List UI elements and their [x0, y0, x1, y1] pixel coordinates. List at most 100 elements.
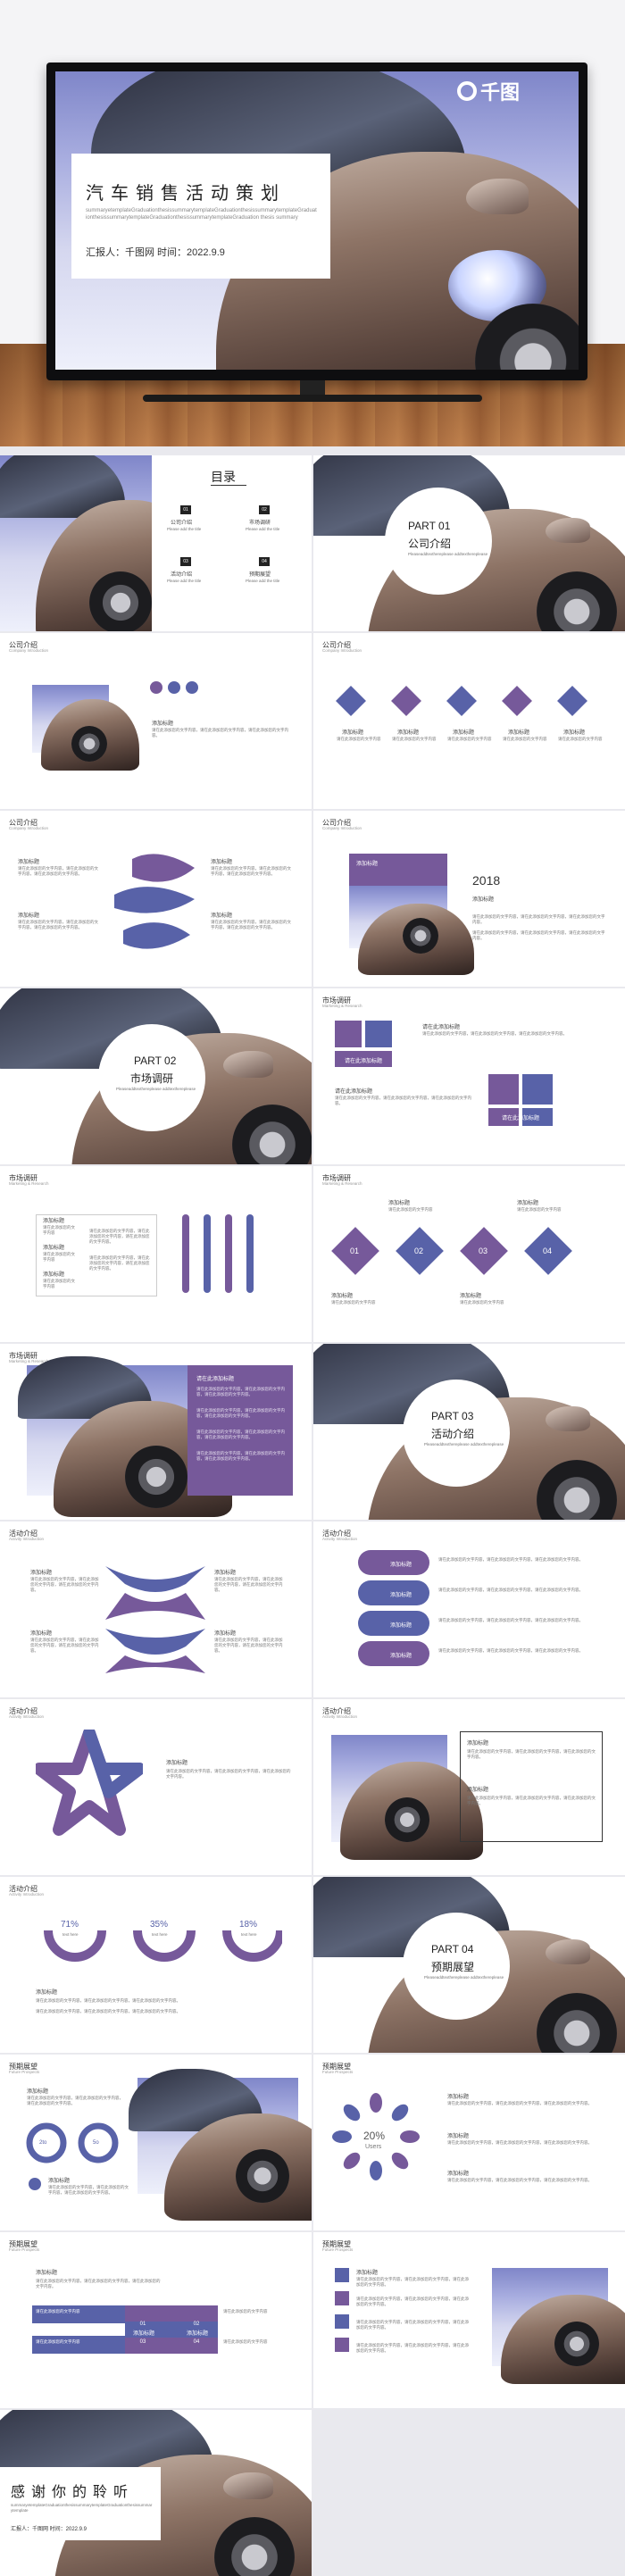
pill-2 — [358, 1580, 429, 1605]
toc-label-1[interactable]: 公司介绍 — [171, 521, 193, 526]
part-title: 市场调研 — [130, 1072, 174, 1085]
section-subtitle: Marketing & Research — [9, 1181, 49, 1186]
slide-activity-4: 活动介绍 Activity Introduction 添加标题 请在此添加您的文… — [313, 1699, 625, 1875]
step-text-top-2: 请在此添加您的文字内容 — [517, 1207, 562, 1212]
toc-title: 目录 — [211, 470, 236, 484]
banner-title: 添加标题 — [356, 862, 379, 867]
toc-label-4[interactable]: 预期展望 — [249, 572, 271, 578]
right-text-1: 请在此添加您的文字内容，请在此添加您的文字内容，请在此添加您的文字内容。 — [211, 866, 291, 876]
toc-num-2: 02 — [259, 505, 270, 514]
part-number: PART 02 — [134, 1055, 177, 1067]
ribbon-left-title-2: 添加标题 — [30, 1631, 53, 1637]
section-subtitle: Activity Introduction — [9, 1714, 45, 1719]
company-heading: 添加标题 — [152, 721, 174, 727]
empty-area — [313, 2410, 625, 2576]
closing-presenter: 汇报人：千图网 时间：2022.9.9 — [11, 2527, 88, 2532]
car-mirror — [466, 179, 529, 214]
section-subtitle: Future Prospects — [322, 2070, 354, 2074]
closing-card — [0, 2467, 161, 2540]
panel-text-1: 请在此添加您的文字内容，请在此添加您的文字内容，请在此添加您的文字内容。 — [196, 1387, 285, 1396]
vbar-2 — [204, 1214, 211, 1293]
presentation-title: 汽车销售活动策划 — [86, 184, 286, 204]
ribbon-graphic — [105, 1566, 205, 1673]
part-subtitle: Pleaseaddtexthereplease addtextherepleas… — [424, 1975, 504, 1980]
section-subtitle: Company Introduction — [9, 648, 49, 653]
activity-text-frame — [460, 1731, 603, 1842]
pill-1 — [358, 1550, 429, 1575]
slide-activity-2: 活动介绍 Activity Introduction 添加标题 添加标题 添加标… — [313, 1521, 625, 1697]
toc-label-2[interactable]: 市场调研 — [249, 521, 271, 526]
flow-bar-4 — [125, 2336, 218, 2354]
slide-company-3: 公司介绍 Company Introduction 添加标题 请在此添加您的文字… — [0, 811, 312, 987]
petal-ring — [332, 2093, 420, 2180]
slide-toc: 目录 01 公司介绍 Please add the title 02 市场调研 … — [0, 455, 312, 631]
section-subtitle: Company Introduction — [9, 826, 49, 830]
toc-en-4: Please add the title — [246, 579, 280, 583]
step-diamonds — [331, 1227, 572, 1275]
pill-label-2: 添加标题 — [389, 1593, 412, 1598]
ribbon-left-text-2: 请在此添加您的文字内容，请在此添加您的文字内容，请在此添加您的文字内容。 — [30, 1638, 99, 1653]
leaf-graphic — [114, 854, 195, 949]
step-title-top-1: 添加标题 — [388, 1201, 411, 1206]
logo-text: 千图 — [480, 81, 521, 104]
flow-bar-1 — [32, 2305, 125, 2323]
tile-blue-1 — [365, 1021, 392, 1047]
presentation-subtitle: summaryetemplateGraduationthesissummaryt… — [86, 208, 317, 221]
part-subtitle: Pleaseaddtexthereplease addtextherepleas… — [424, 1442, 504, 1446]
item-title-2: 添加标题 — [397, 730, 420, 736]
part-number: PART 01 — [408, 520, 451, 532]
diamond-1 — [336, 686, 366, 716]
frame-text-2: 请在此添加您的文字内容，请在此添加您的文字内容，请在此添加您的文字内容。 — [467, 1796, 596, 1805]
box-title-1: 添加标题 — [43, 1219, 65, 1224]
list-icon-4 — [335, 2338, 349, 2352]
flow-center — [125, 2322, 218, 2338]
ribbon-left-title-1: 添加标题 — [30, 1571, 53, 1576]
step-title-bottom-2: 添加标题 — [460, 1294, 482, 1299]
diamond-4 — [502, 686, 532, 716]
user-icon — [150, 681, 162, 694]
section-title: 市场调研 — [322, 996, 351, 1005]
vbar-3 — [225, 1214, 232, 1293]
company-body: 请在此添加您的文字内容，请在此添加您的文字内容，请在此添加您的文字内容。 — [152, 728, 288, 738]
list-icon-1 — [335, 2268, 349, 2282]
panel-text-4: 请在此添加您的文字内容，请在此添加您的文字内容，请在此添加您的文字内容。 — [196, 1451, 285, 1461]
slide-future-4: 预期展望 Future Prospects 添加标题 请在此添加您的文字内容，请… — [313, 2232, 625, 2408]
slide-activity-1: 活动介绍 Activity Introduction 添加标题 请在此添加您的文… — [0, 1521, 312, 1697]
ribbon-right-text-1: 请在此添加您的文字内容，请在此添加您的文字内容，请在此添加您的文字内容。 — [214, 1577, 283, 1592]
section-title: 公司介绍 — [9, 819, 38, 827]
percent-sub-1: text here — [62, 1932, 79, 1937]
section-subtitle: Company Introduction — [322, 648, 362, 653]
step-num-2: 02 — [414, 1246, 424, 1255]
center-label: Users — [365, 2144, 382, 2150]
slide-market-3: 市场调研 Marketing & Research 01 02 03 04 添加… — [313, 1166, 625, 1342]
right-text-2: 请在此添加您的文字内容，请在此添加您的文字内容，请在此添加您的文字内容。 — [211, 920, 291, 930]
year-label: 2018 — [472, 873, 501, 888]
list-icon-2 — [335, 2291, 349, 2305]
item-title-4: 添加标题 — [508, 730, 530, 736]
section-subtitle: Activity Introduction — [322, 1714, 358, 1719]
step-text-top-1: 请在此添加您的文字内容 — [388, 1207, 433, 1212]
box-title-3: 添加标题 — [43, 1272, 65, 1278]
box-title-2: 添加标题 — [43, 1246, 65, 1251]
toc-car-image — [0, 455, 214, 631]
section-subtitle: Activity Introduction — [9, 1537, 45, 1541]
section-title: 活动介绍 — [9, 1885, 38, 1893]
section-subtitle: Marketing & Research — [9, 1359, 49, 1363]
diamond-icons — [336, 686, 588, 716]
pill-label-1: 添加标题 — [389, 1563, 412, 1568]
step-title-bottom-1: 添加标题 — [331, 1294, 354, 1299]
section-subtitle: Company Introduction — [322, 826, 362, 830]
pill-text-4: 请在此添加您的文字内容，请在此添加您的文字内容，请在此添加您的文字内容。 — [438, 1648, 583, 1653]
percent-2: 35% — [150, 1920, 169, 1930]
gauge-title: 添加标题 — [36, 1990, 58, 1996]
presenter-info: 汇报人：千图网 时间：2022.9.9 — [86, 247, 225, 258]
section-title: 活动介绍 — [9, 1530, 38, 1538]
item-title-5: 添加标题 — [563, 730, 586, 736]
slide-company-4: 公司介绍 Company Introduction 添加标题 2018 添加标题… — [313, 811, 625, 987]
part-subtitle: Pleaseaddtexthereplease addtextherepleas… — [116, 1087, 196, 1091]
toc-label-3[interactable]: 活动介绍 — [171, 572, 193, 578]
left-title-2: 添加标题 — [18, 913, 40, 919]
frame-text-1: 请在此添加您的文字内容，请在此添加您的文字内容，请在此添加您的文字内容。 — [467, 1749, 596, 1759]
chart-icon — [168, 681, 180, 694]
flow-text-4: 请在此添加您的文字内容 — [223, 2339, 268, 2344]
